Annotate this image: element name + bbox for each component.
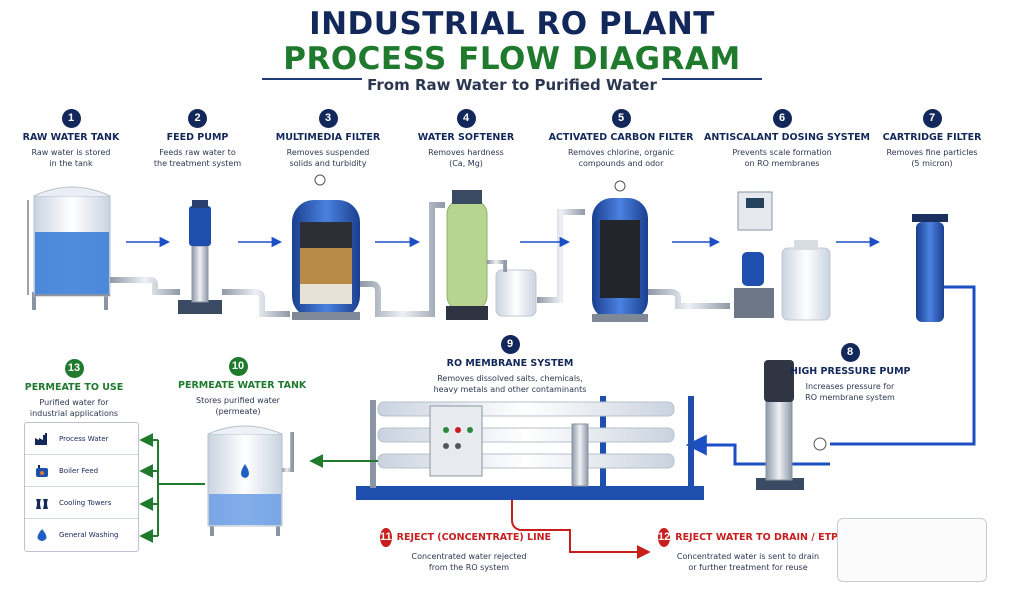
step-number: 9 <box>501 335 520 354</box>
antiscalant-dosing-drawing <box>734 192 830 320</box>
raw-water-tank-drawing <box>28 187 110 310</box>
step-title: RAW WATER TANK <box>16 132 126 143</box>
feed-pump-drawing <box>178 200 222 314</box>
step-number: 12 <box>658 528 670 547</box>
ro-membrane-skid-drawing <box>356 396 704 500</box>
step-number: 11 <box>380 528 392 547</box>
step-desc-line: Purified water for <box>14 397 134 408</box>
step-desc-line: industrial applications <box>14 408 134 419</box>
step-desc-line: Stores purified water <box>178 395 298 406</box>
step-desc-line: or further treatment for reuse <box>658 562 838 573</box>
step-11: 11 REJECT (CONCENTRATE) LINE Concentrate… <box>380 528 550 573</box>
step-desc-line: from the RO system <box>388 562 550 573</box>
step-title: WATER SOFTENER <box>410 132 522 143</box>
step-title: ANTISCALANT DOSING SYSTEM <box>704 132 860 143</box>
applications-list: Process Water Boiler Feed Cooling Towers… <box>24 422 139 552</box>
step-10: 10 PERMEATE WATER TANK Stores purified w… <box>178 356 298 417</box>
step-4: 4 WATER SOFTENER Removes hardness(Ca, Mg… <box>410 108 522 169</box>
step-title: MULTIMEDIA FILTER <box>268 132 388 143</box>
step-number: 1 <box>62 109 81 128</box>
application-label: Cooling Towers <box>59 499 111 507</box>
step-9: 9 RO MEMBRANE SYSTEM Removes dissolved s… <box>425 334 595 395</box>
step-desc-line: the treatment system <box>140 158 255 169</box>
step-desc-line: Removes chlorine, organic <box>548 147 694 158</box>
step-number: 4 <box>457 109 476 128</box>
step-title: ACTIVATED CARBON FILTER <box>548 132 694 143</box>
step-title: REJECT (CONCENTRATE) LINE <box>397 532 551 543</box>
application-item: Process Water <box>25 423 138 455</box>
drain-illustration-frame <box>837 518 987 582</box>
application-item: General Washing <box>25 519 138 550</box>
step-7: 7 CARTRIDGE FILTER Removes fine particle… <box>872 108 992 169</box>
step-desc-line: Raw water is stored <box>16 147 126 158</box>
permeate-tank-drawing <box>208 426 292 536</box>
application-label: General Washing <box>59 531 118 539</box>
step-desc-line: on RO membranes <box>704 158 860 169</box>
step-number: 10 <box>229 357 248 376</box>
water-softener-drawing <box>446 190 536 320</box>
step-title: HIGH PRESSURE PUMP <box>790 366 910 377</box>
step-title: RO MEMBRANE SYSTEM <box>425 358 595 369</box>
water-drop-icon <box>35 528 49 542</box>
step-desc-line: Feeds raw water to <box>140 147 255 158</box>
cooling-tower-icon <box>35 497 49 509</box>
step-number: 2 <box>188 109 207 128</box>
application-label: Boiler Feed <box>59 467 98 475</box>
step-desc-line: Concentrated water is sent to drain <box>658 551 838 562</box>
step-desc-line: Concentrated water rejected <box>388 551 550 562</box>
step-desc-line: in the tank <box>16 158 126 169</box>
application-item: Boiler Feed <box>25 455 138 487</box>
step-title: FEED PUMP <box>140 132 255 143</box>
application-item: Cooling Towers <box>25 487 138 519</box>
step-5: 5 ACTIVATED CARBON FILTER Removes chlori… <box>548 108 694 169</box>
step-desc-line: Prevents scale formation <box>704 147 860 158</box>
activated-carbon-filter-drawing <box>592 181 648 322</box>
application-label: Process Water <box>59 435 108 443</box>
step-desc-line: Removes fine particles <box>872 147 992 158</box>
step-desc-line: solids and turbidity <box>268 158 388 169</box>
cartridge-filter-drawing <box>912 214 948 322</box>
step-desc-line: Increases pressure for <box>790 381 910 392</box>
step-desc-line: RO membrane system <box>790 392 910 403</box>
boiler-icon <box>35 465 49 477</box>
step-title: PERMEATE WATER TANK <box>178 380 298 391</box>
step-desc-line: heavy metals and other contaminants <box>425 384 595 395</box>
step-desc-line: Removes dissolved salts, chemicals, <box>425 373 595 384</box>
step-number: 3 <box>319 109 338 128</box>
multimedia-filter-drawing <box>292 175 360 320</box>
step-number: 7 <box>923 109 942 128</box>
step-number: 5 <box>612 109 631 128</box>
step-8: 8 HIGH PRESSURE PUMP Increases pressure … <box>790 342 910 403</box>
step-6: 6 ANTISCALANT DOSING SYSTEM Prevents sca… <box>704 108 860 169</box>
step-desc-line: compounds and odor <box>548 158 694 169</box>
step-desc-line: (5 micron) <box>872 158 992 169</box>
factory-icon <box>35 433 49 445</box>
step-desc-line: Removes suspended <box>268 147 388 158</box>
step-12: 12 REJECT WATER TO DRAIN / ETP / ZLD Con… <box>658 528 838 573</box>
step-desc-line: Removes hardness <box>410 147 522 158</box>
step-desc-line: (Ca, Mg) <box>410 158 522 169</box>
step-title: PERMEATE TO USE <box>14 382 134 393</box>
step-number: 13 <box>65 359 84 378</box>
step-number: 6 <box>773 109 792 128</box>
step-number: 8 <box>841 343 860 362</box>
step-desc-line: (permeate) <box>178 406 298 417</box>
step-title: CARTRIDGE FILTER <box>872 132 992 143</box>
